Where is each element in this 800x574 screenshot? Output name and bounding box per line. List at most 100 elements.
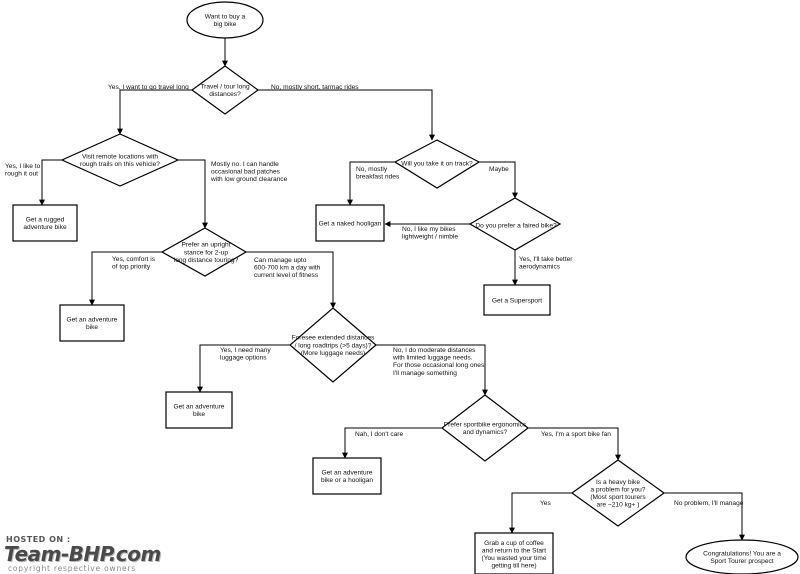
decision-track: Will you take it on track? [393, 139, 481, 189]
text-line: I'll manage something [393, 370, 457, 377]
text-line: Visit remote locations with [82, 154, 158, 161]
decision-track-label: Will you take it on track? [401, 160, 473, 167]
text-line: (You wasted your time [482, 555, 547, 562]
edge-label-heavy-yes: Yes [540, 500, 551, 507]
edge-label-heavy-no: No problem, I'll manage [674, 500, 744, 507]
text-line: current level of fitness [254, 272, 319, 279]
text-line: a problem for you? [591, 487, 646, 494]
watermark-brand-logo: Team-BHP.com [4, 542, 161, 566]
text-line: Foresee extended distances [292, 335, 376, 342]
text-line: Mostly no. I can handle [211, 161, 279, 168]
result-naked-hooligan-label: Get a naked hooligan [319, 220, 382, 227]
text-line: Nah, I don't care [355, 431, 404, 438]
watermark-hosted-text: HOSTED ON : [6, 535, 71, 544]
text-line: luggage options [220, 355, 267, 362]
edge-travel-yes: Yes, I want to go travel long [108, 84, 192, 135]
text-line: Can manage upto [254, 257, 307, 264]
text-line: and return to the Start [482, 548, 546, 555]
text-line: getting till here) [491, 563, 536, 570]
text-line: Yes, I want to go travel long [108, 84, 189, 91]
text-line: / long roadtrips (>5 days)? [295, 342, 372, 349]
text-line: adventure bike [23, 224, 67, 231]
text-line: rough it out [5, 171, 38, 178]
text-line: Yes, I like to [5, 163, 41, 170]
text-line: long distance touring? [174, 257, 239, 264]
result-naked-hooligan: Get a naked hooligan [315, 204, 385, 242]
text-line: Congratulations! You are a [703, 551, 781, 558]
text-line: big bike [214, 21, 237, 28]
text-line: distances? [209, 91, 241, 98]
text-line: Get a rugged [26, 217, 65, 224]
edge-track-maybe: Maybe [479, 161, 518, 199]
text-line: and dynamics? [463, 429, 508, 436]
text-line: Get an adventure [67, 317, 118, 324]
text-line: Get an adventure [174, 404, 225, 411]
text-line: are ~210 kg+ ) [597, 502, 640, 509]
text-line: breakfast rides [356, 174, 400, 181]
text-line: No, I do moderate distances [393, 347, 476, 354]
result-supersport-label: Get a Supersport [492, 297, 542, 304]
text-line: Want to buy a [205, 14, 246, 21]
edge-heavy-yes: Yes [509, 492, 572, 534]
edge-label-sport-yes: Yes, I'm a sport bike fan [541, 431, 611, 438]
text-line: 600-700 km a day with [254, 265, 321, 272]
text-line: Sport Tourer prospect [710, 558, 773, 565]
text-line: Get a naked hooligan [319, 220, 382, 227]
text-line: bike [193, 411, 205, 418]
text-line: with limited luggage needs. [392, 355, 473, 362]
text-line: Yes [540, 500, 551, 507]
edge-heavy-no: No problem, I'll manage [664, 492, 745, 541]
edge-label-track-maybe: Maybe [489, 166, 509, 173]
text-line: Grab a cup of coffee [484, 540, 544, 547]
text-line: No, mostly short, tarmac rides [271, 84, 359, 91]
text-line: of top priority [112, 264, 151, 271]
text-line: with low ground clearance [210, 176, 288, 183]
text-line: rough trails on this vehicle? [80, 161, 160, 168]
text-line: No problem, I'll manage [674, 500, 744, 507]
text-line: No, I like my bikes [402, 226, 456, 233]
text-line: Yes, I need many [220, 347, 271, 354]
text-line: Yes, I'll take better [519, 256, 573, 263]
text-line: bike [86, 324, 98, 331]
text-line: (Most sport tourers [590, 494, 646, 501]
decision-faired-label: Do you prefer a faired bike? [475, 222, 557, 229]
text-line: bike or a hooligan [321, 477, 373, 484]
text-line: (More luggage needs) [301, 350, 366, 357]
result-supersport: Get a Supersport [483, 284, 551, 316]
text-line: occasional bad patches [211, 169, 281, 176]
edge-label-travel-no: No, mostly short, tarmac rides [271, 84, 359, 91]
text-line: Will you take it on track? [401, 160, 473, 167]
